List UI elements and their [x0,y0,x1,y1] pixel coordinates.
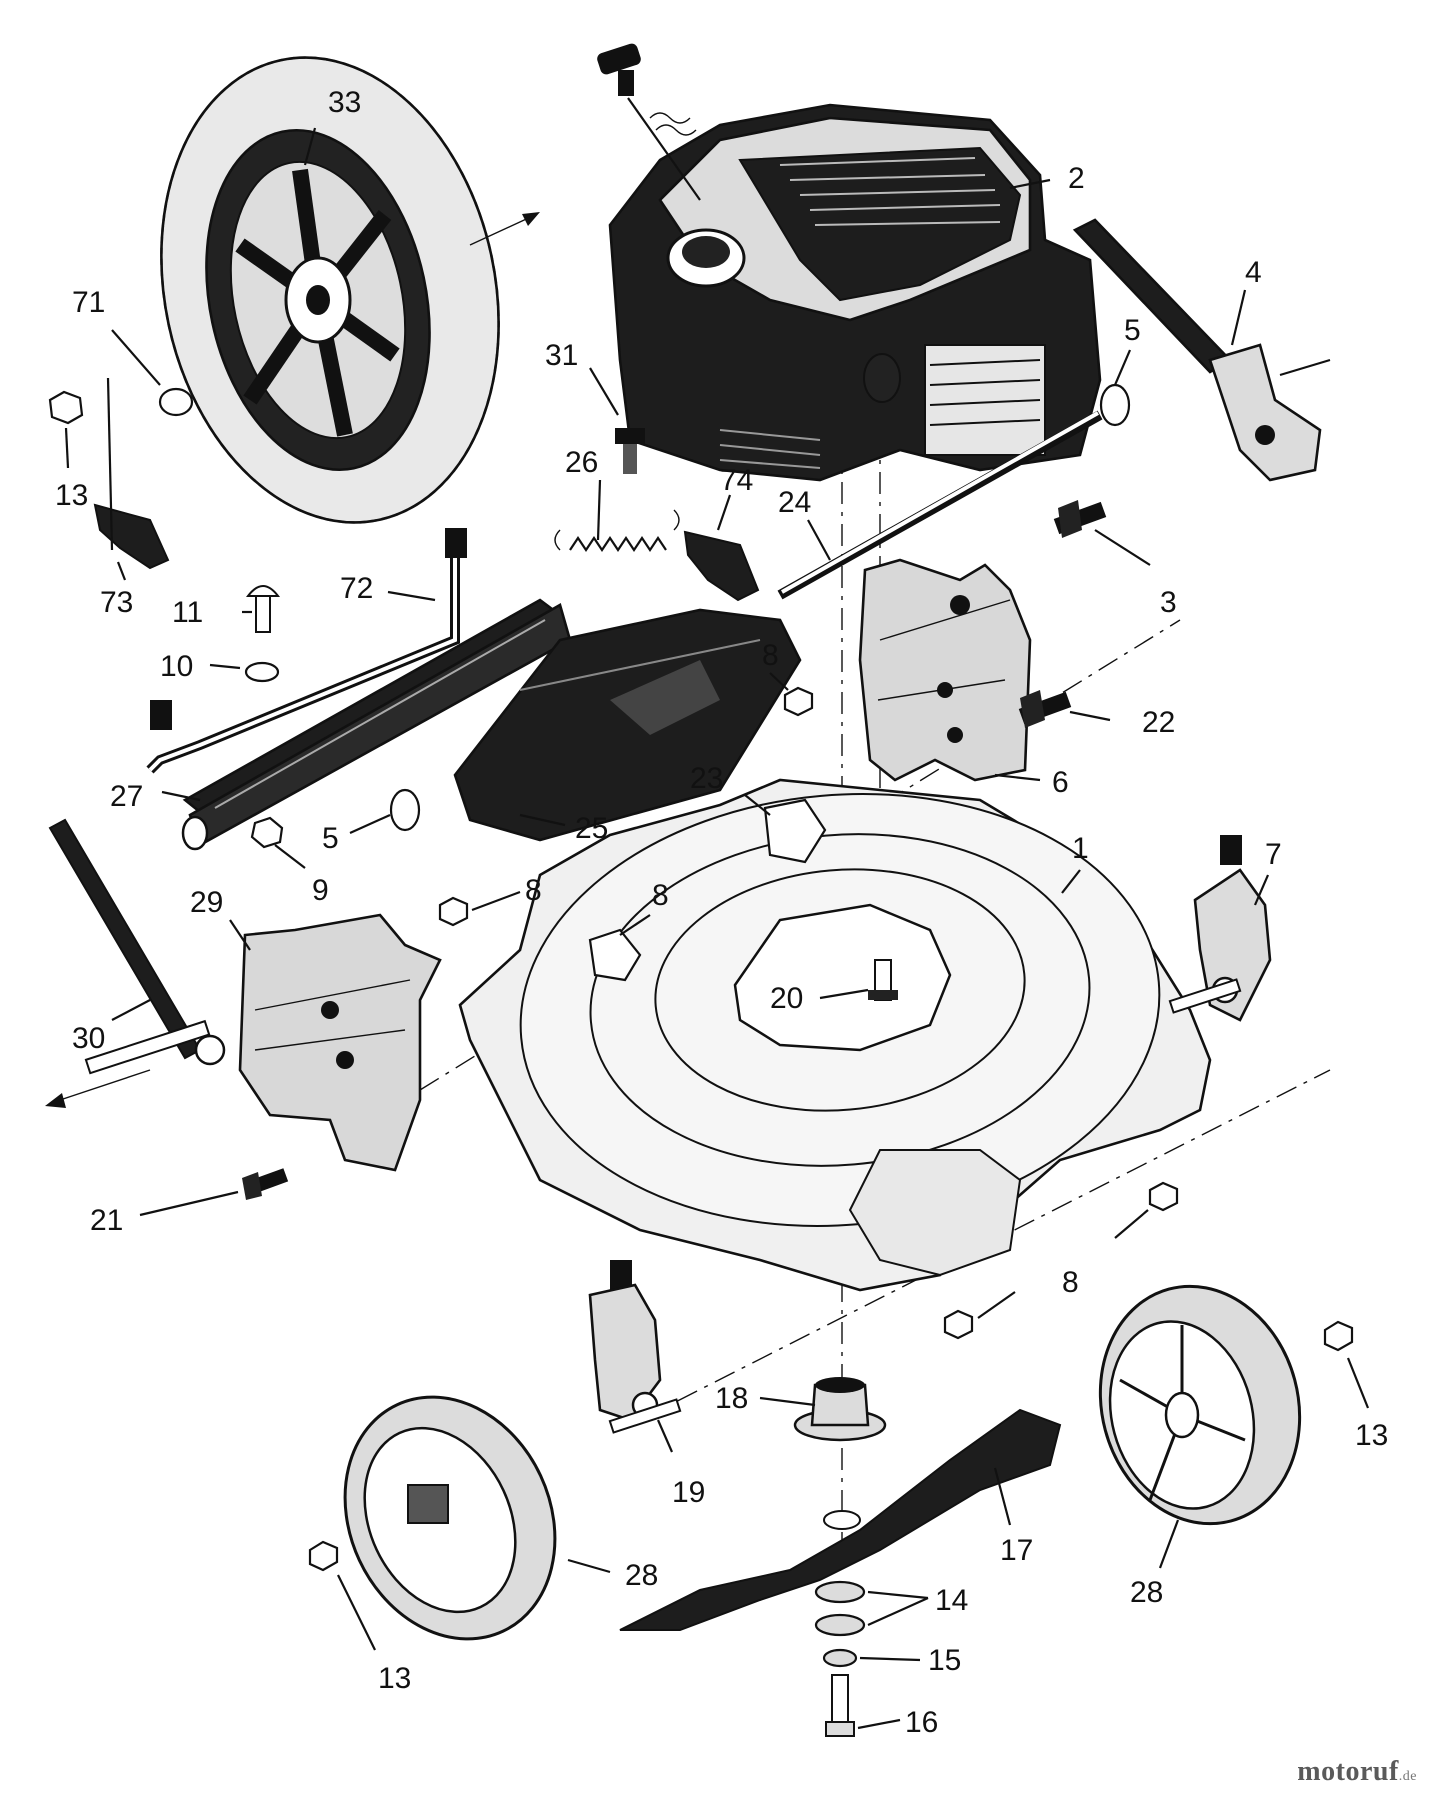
callout-24: 24 [778,486,811,519]
callout-72: 72 [340,572,373,605]
rear-bracket-bar [181,598,572,851]
callout-26: 26 [565,446,598,479]
callout-22: 22 [1142,706,1175,739]
callout-16: 16 [905,1706,938,1739]
callout-14: 14 [935,1584,968,1617]
nut-13a [48,390,84,425]
hubcap-73 [93,503,170,570]
height-bracket-front-right [1168,835,1272,1022]
bolt-21 [242,1168,289,1200]
bolt-3 [1053,500,1107,538]
callout-21: 21 [90,1204,123,1237]
callout-20: 20 [770,982,803,1015]
washer-15 [822,1648,858,1668]
callout-7: 7 [1265,838,1282,871]
callout-11: 11 [172,596,203,629]
washer-14-b [814,1613,866,1637]
nut-13-b [1323,1320,1354,1352]
wheel-arrow-head [522,212,540,226]
front-wheel-right [1098,1284,1302,1526]
mower-blade [619,1408,1062,1631]
washer-71 [158,387,194,417]
callout-5-right: 5 [1124,314,1141,347]
height-bracket-right [858,558,1032,782]
callout-18: 18 [715,1382,748,1415]
nut-13-c [308,1540,339,1572]
washer-5-left [389,788,421,832]
nut-8-c [1148,1181,1179,1212]
callout-8-right: 8 [1062,1266,1079,1299]
callout-71: 71 [72,286,105,319]
washer-10 [244,661,280,683]
nut-8-a [783,686,814,717]
callout-13-right: 13 [1355,1419,1388,1452]
callout-19: 19 [672,1476,705,1509]
callout-13-upper: 13 [55,479,88,512]
callout-8-mid: 8 [652,879,669,912]
callout-23: 23 [690,762,723,795]
nut-9 [250,816,284,849]
callout-25: 25 [575,812,608,845]
watermark-brand: motoruf [1297,1756,1399,1787]
rear-wheel [160,56,500,524]
height-bracket-left [238,913,442,1172]
callout-27: 27 [110,780,143,813]
hubcap-74 [683,530,760,602]
callout-28-left: 28 [625,1559,658,1592]
callout-4: 4 [1245,256,1262,289]
height-bracket-front-left [588,1260,682,1434]
blade-bolt-16 [825,1674,855,1737]
bolt-31 [615,428,645,474]
mower-deck [458,778,1212,1292]
dipstick [597,43,701,201]
callout-10: 10 [160,650,193,683]
callout-15: 15 [928,1644,961,1677]
spring-26 [554,509,680,552]
leader-lines [64,127,1370,1730]
screw-11 [245,585,281,633]
callout-28-right: 28 [1130,1576,1163,1609]
watermark-tld: .de [1398,1769,1417,1784]
callout-5-left: 5 [322,822,339,855]
washer-14-a [814,1580,866,1604]
wheel-axle-left [84,1019,226,1075]
nut-8-d [943,1309,974,1340]
left-arrow-line [59,1069,151,1101]
callout-8-upper: 8 [762,639,779,672]
blade-adapter [793,1377,887,1442]
callout-6: 6 [1052,766,1069,799]
callout-31: 31 [545,339,578,372]
bolt-22 [1018,690,1072,728]
callout-73: 73 [100,586,133,619]
callout-13-lower: 13 [378,1662,411,1695]
bolt-20 [868,959,898,1001]
washer-5-right [1099,383,1131,427]
left-arrow-head [45,1093,66,1108]
callout-1: 1 [1072,832,1089,865]
handle-bracket-right [1072,218,1331,482]
callout-9: 9 [312,874,329,907]
front-wheel-left [343,1395,557,1641]
callout-29: 29 [190,886,223,919]
callout-2: 2 [1068,162,1085,195]
callout-8-left: 8 [525,874,542,907]
callout-3: 3 [1160,586,1177,619]
rear-flap [453,608,802,842]
wheel-arrow-line [469,214,536,246]
callout-30: 30 [72,1022,105,1055]
callout-17: 17 [1000,1534,1033,1567]
engine [608,103,1102,482]
callout-74: 74 [720,464,753,497]
callout-33: 33 [328,86,361,119]
watermark-logo: motoruf.de [1297,1756,1417,1788]
nut-8-b [438,896,469,927]
